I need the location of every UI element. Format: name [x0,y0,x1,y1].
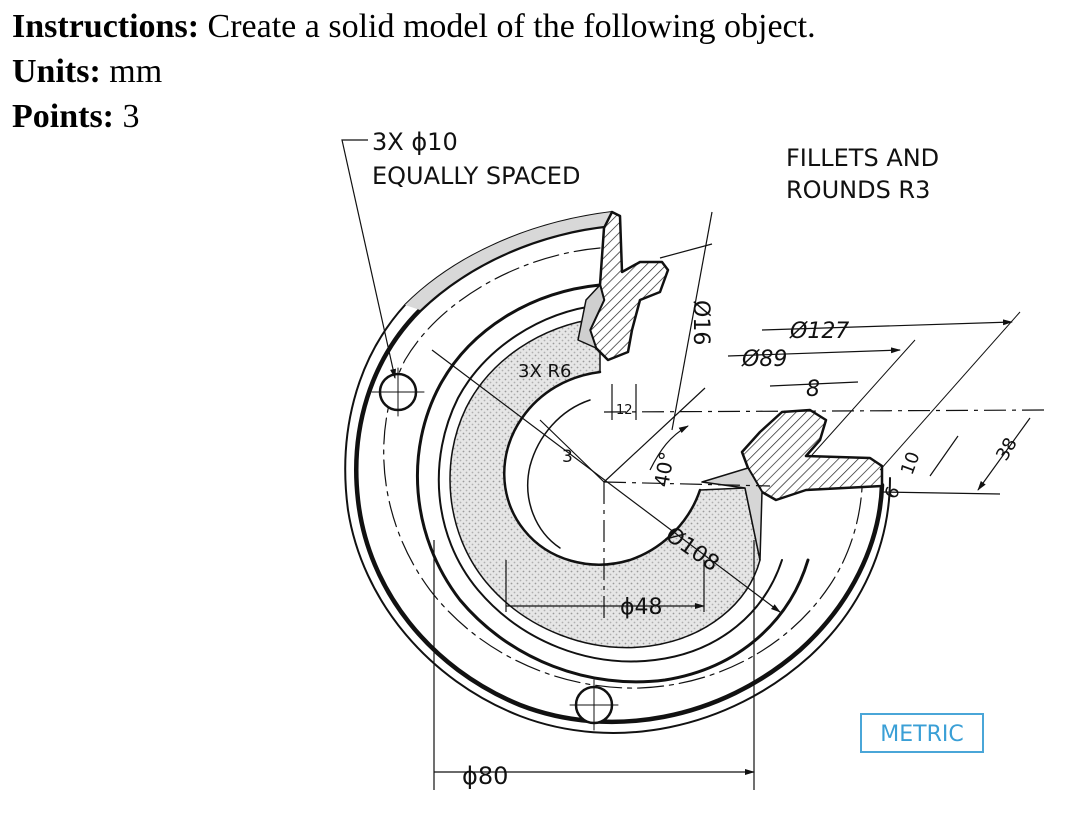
dim-89-line [727,347,901,357]
dim-108-line [431,349,781,613]
flange-outer-rim [354,222,885,725]
right-section-lower [701,467,763,561]
note-holes-line2: EQUALLY SPACED [372,162,580,190]
flange-rim-shading [405,212,612,310]
dim-40-label: 40° [649,450,679,489]
dim-6-label: 6 [881,484,905,502]
units-text: mm [109,53,163,90]
metric-badge: METRIC [860,713,984,753]
dim-38-line [977,417,1031,491]
dim-10-line [929,435,959,477]
part-body [344,210,891,734]
units-label: Units: [12,53,101,90]
dim-16-line [671,211,713,431]
dim-8-label: 8 [806,377,820,402]
points-label: Points: [12,98,114,135]
dim-38-label: 38 [992,434,1022,464]
bolt-hole-bottom [569,679,619,731]
dim-3xr6-label: 3X R6 [518,361,571,382]
points-text: 3 [122,98,140,135]
dim-89-label: Ø89 [741,347,787,372]
dim-3-label: 3 [562,447,573,467]
dimension-lines [341,139,1051,790]
dim-127-label: Ø127 [789,319,849,344]
dim-10-label: 10 [897,449,925,478]
metric-label: METRIC [880,722,963,747]
horizontal-centerline [603,409,1051,413]
instructions-text: Create a solid model of the following ob… [207,8,816,45]
bolt-circle-centerline [383,247,863,689]
dim-80-label: ϕ80 [462,762,508,790]
hole-note-leader [341,139,396,379]
dim-12-label: 12 [616,403,633,418]
points-line: Points: 3 [12,100,140,134]
dim-16-label: Ø16 [688,300,713,345]
top-section-profile [588,210,670,362]
note-fillets-line1: FILLETS AND [786,144,939,172]
instructions-line: Instructions: Create a solid model of th… [12,10,816,44]
dim-40-line [603,387,706,483]
dim-127-line [761,319,1013,331]
top-section-shade [577,284,605,349]
units-line: Units: mm [12,55,162,89]
hub-outer-ring [415,283,810,684]
dim-48-label: ϕ48 [620,595,663,620]
hub-bore-edge [503,370,702,566]
hub-bore-inner [526,399,591,549]
note-holes-line1: 3X ϕ10 [372,128,458,156]
bolt-hole-left [371,367,425,417]
instructions-label: Instructions: [12,8,200,45]
note-fillets-line2: ROUNDS R3 [786,176,930,204]
hub-inner-ring [437,304,783,663]
dim-8-line [769,381,859,387]
